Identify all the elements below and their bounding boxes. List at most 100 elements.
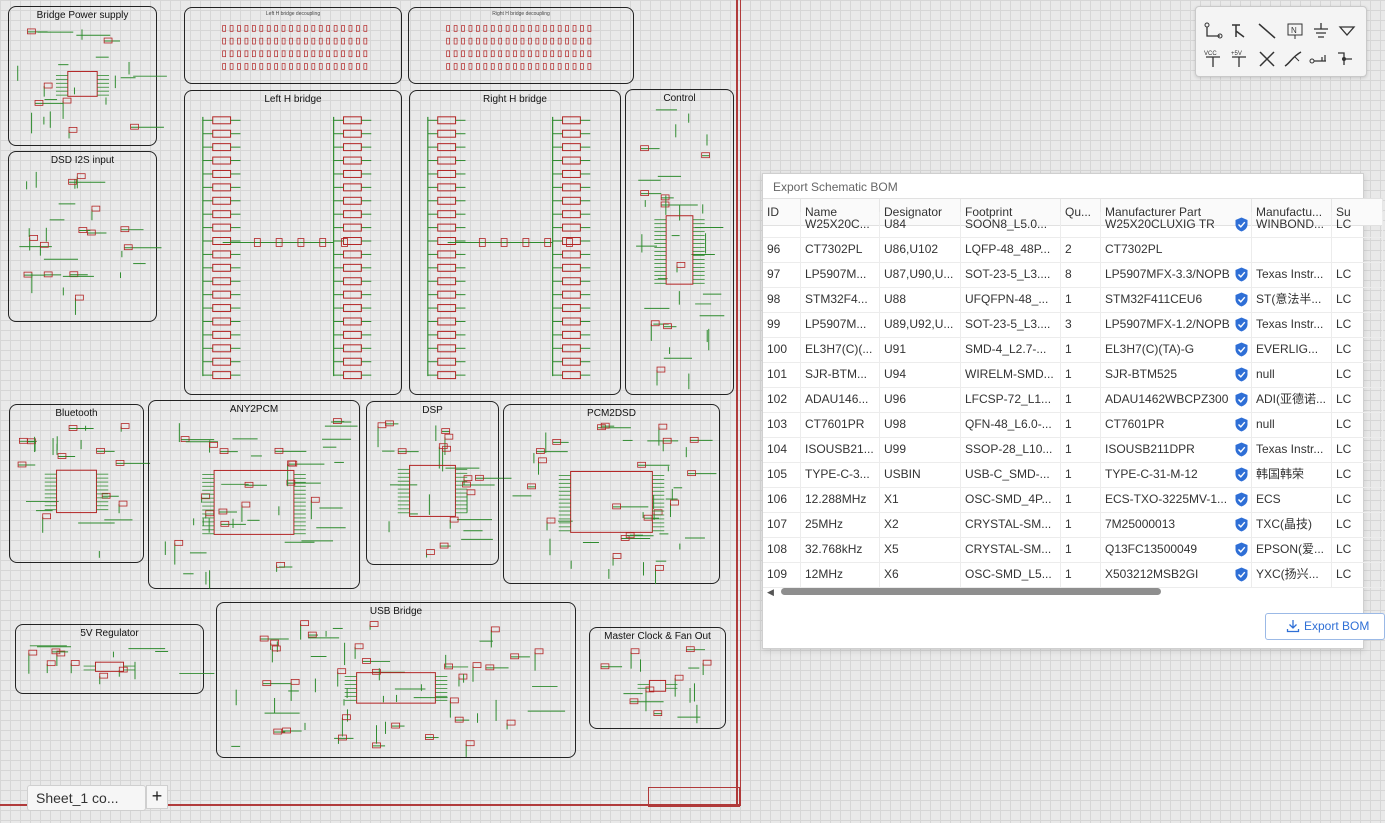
scrollbar-thumb[interactable]	[781, 588, 1161, 595]
schematic-block[interactable]: Right H bridge decoupling	[408, 7, 634, 84]
table-cell	[1252, 237, 1332, 262]
add-sheet-button[interactable]: +	[146, 785, 168, 809]
plus5v-icon[interactable]: +5V	[1228, 49, 1250, 69]
block-schematic-drawing	[600, 646, 712, 724]
schematic-block[interactable]: ANY2PCM	[148, 400, 360, 589]
schematic-block[interactable]: Bluetooth	[9, 404, 151, 563]
schematic-block[interactable]: Left H bridge decoupling	[184, 7, 402, 84]
schematic-block[interactable]: 5V Regulator	[15, 624, 215, 694]
vcc-icon[interactable]: VCC	[1202, 49, 1224, 69]
table-cell: LP5907MFX-3.3/NOPB	[1101, 262, 1252, 287]
table-cell: UFQFPN-48_...	[961, 287, 1061, 312]
table-cell: TXC(晶技)	[1252, 512, 1332, 537]
arrow-icon[interactable]	[1336, 21, 1358, 41]
verified-shield-icon	[1235, 492, 1248, 507]
junction-icon[interactable]	[1334, 49, 1356, 69]
scroll-left-icon[interactable]: ◀	[767, 587, 774, 597]
table-cell: SOT-23-5_L3....	[961, 262, 1061, 287]
table-cell: OSC-SMD_L5...	[961, 562, 1061, 587]
schematic-block[interactable]: DSD I2S input	[8, 151, 162, 322]
table-cell: LC	[1332, 537, 1383, 562]
table-cell	[1061, 212, 1101, 237]
table-cell: STM32F4...	[801, 287, 880, 312]
table-cell: 108	[763, 537, 801, 562]
line-icon[interactable]	[1256, 21, 1278, 41]
block-schematic-drawing	[377, 420, 512, 558]
probe-icon[interactable]	[1282, 49, 1304, 69]
table-cell: WINBOND...	[1252, 212, 1332, 237]
block-schematic-drawing	[17, 28, 167, 139]
schematic-block[interactable]: DSP	[366, 401, 512, 565]
table-cell: X503212MSB2GI	[1101, 562, 1252, 587]
verified-shield-icon	[1235, 517, 1248, 532]
verified-shield-icon	[1235, 292, 1248, 307]
block-title: Left H bridge decoupling	[265, 11, 321, 17]
table-cell: Texas Instr...	[1252, 312, 1332, 337]
table-cell: YXC(扬兴...	[1252, 562, 1332, 587]
table-cell: X2	[880, 512, 961, 537]
table-cell: SMD-4_L2.7-...	[961, 337, 1061, 362]
schematic-block[interactable]: PCM2DSD	[503, 404, 720, 585]
netport-icon[interactable]	[1308, 49, 1330, 69]
table-cell: LC	[1332, 212, 1383, 237]
table-cell: LFCSP-72_L1...	[961, 387, 1061, 412]
verified-shield-icon	[1235, 567, 1248, 582]
verified-shield-icon	[1235, 342, 1248, 357]
wire-icon[interactable]	[1202, 21, 1224, 41]
verified-shield-icon	[1235, 417, 1248, 432]
sheet-border-bottom	[0, 804, 741, 806]
table-cell: 1	[1061, 487, 1101, 512]
block-title: 5V Regulator	[80, 628, 139, 639]
svg-text:N: N	[1291, 26, 1297, 35]
no-connect-icon[interactable]	[1256, 49, 1278, 69]
horizontal-scrollbar[interactable]: ◀	[763, 585, 1363, 599]
block-title: DSP	[422, 405, 443, 416]
bus-icon[interactable]	[1228, 21, 1250, 41]
sheet-tab[interactable]: Sheet_1 co...	[27, 785, 146, 811]
table-cell: ADAU146...	[801, 387, 880, 412]
schematic-block[interactable]: Master Clock & Fan Out	[589, 627, 726, 729]
block-schematic-drawing	[231, 620, 566, 757]
table-cell: LC	[1332, 512, 1383, 537]
table-cell: 97	[763, 262, 801, 287]
schematic-block[interactable]: Bridge Power supply	[8, 6, 167, 146]
schematic-block[interactable]: Left H bridge	[184, 90, 402, 395]
table-cell	[763, 212, 801, 237]
table-cell: 1	[1061, 537, 1101, 562]
export-bom-button[interactable]: Export BOM	[1265, 613, 1385, 640]
table-cell: U96	[880, 387, 961, 412]
schematic-block[interactable]: Control	[625, 89, 734, 395]
table-cell: 107	[763, 512, 801, 537]
table-cell: 1	[1061, 362, 1101, 387]
table-cell: LC	[1332, 387, 1383, 412]
ground-icon[interactable]	[1310, 21, 1332, 41]
schematic-block[interactable]: USB Bridge	[216, 602, 576, 758]
sheet-border-right-inner	[740, 0, 741, 806]
block-schematic-drawing	[222, 25, 368, 70]
netlabel-icon[interactable]: N	[1284, 21, 1306, 41]
schematic-block[interactable]: Right H bridge	[409, 90, 621, 395]
table-cell: LC	[1332, 287, 1383, 312]
table-cell: Texas Instr...	[1252, 262, 1332, 287]
table-cell: EL3H7(C)(TA)-G	[1101, 337, 1252, 362]
download-icon	[1286, 620, 1300, 633]
table-cell: U91	[880, 337, 961, 362]
table-cell: 1	[1061, 562, 1101, 587]
